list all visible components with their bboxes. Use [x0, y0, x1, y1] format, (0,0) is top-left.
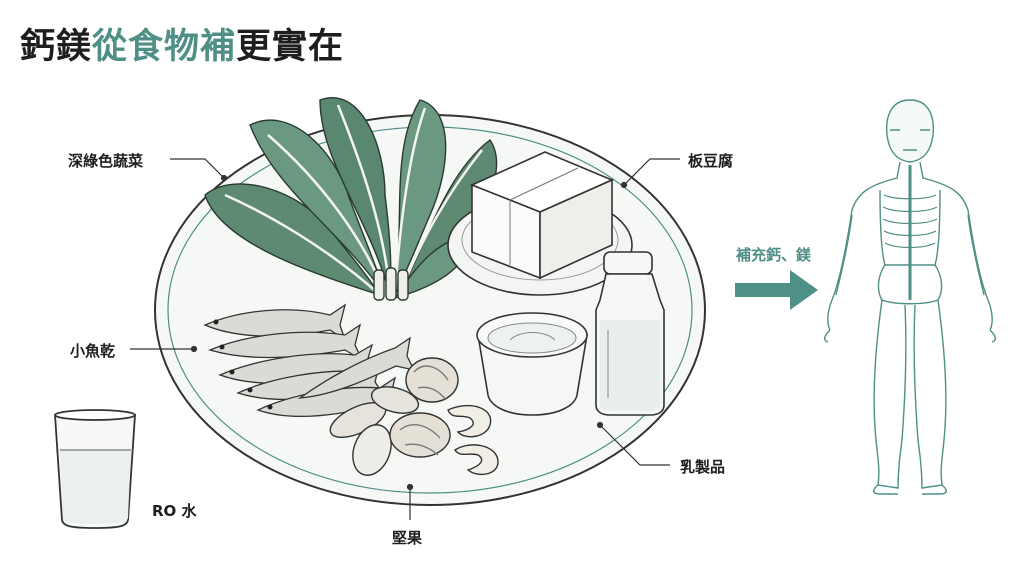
label-dairy: 乳製品 [680, 458, 726, 476]
label-dried-fish: 小魚乾 [70, 342, 116, 360]
title-part1: 鈣鎂 [20, 27, 93, 67]
yogurt-cup-icon [476, 312, 588, 416]
page-title: 鈣鎂從食物補更實在 [20, 18, 344, 69]
nuts-icon [329, 357, 499, 476]
label-tofu: 板豆腐 [688, 152, 734, 170]
milk-bottle-icon [595, 251, 665, 416]
title-highlight: 從食物補 [92, 27, 237, 67]
label-ro-water: RO 水 [152, 502, 197, 520]
label-greens: 深綠色蔬菜 [68, 152, 144, 170]
label-nuts: 堅果 [392, 529, 423, 547]
water-glass-icon [54, 409, 136, 529]
human-skeleton-icon [823, 99, 997, 495]
tofu-icon [447, 151, 633, 296]
title-part2: 更實在 [236, 27, 345, 67]
label-arrow: 補充鈣、鎂 [736, 246, 812, 264]
dried-fish-icon [203, 303, 416, 417]
arrow-icon [735, 270, 818, 310]
leader-lines [130, 158, 680, 520]
